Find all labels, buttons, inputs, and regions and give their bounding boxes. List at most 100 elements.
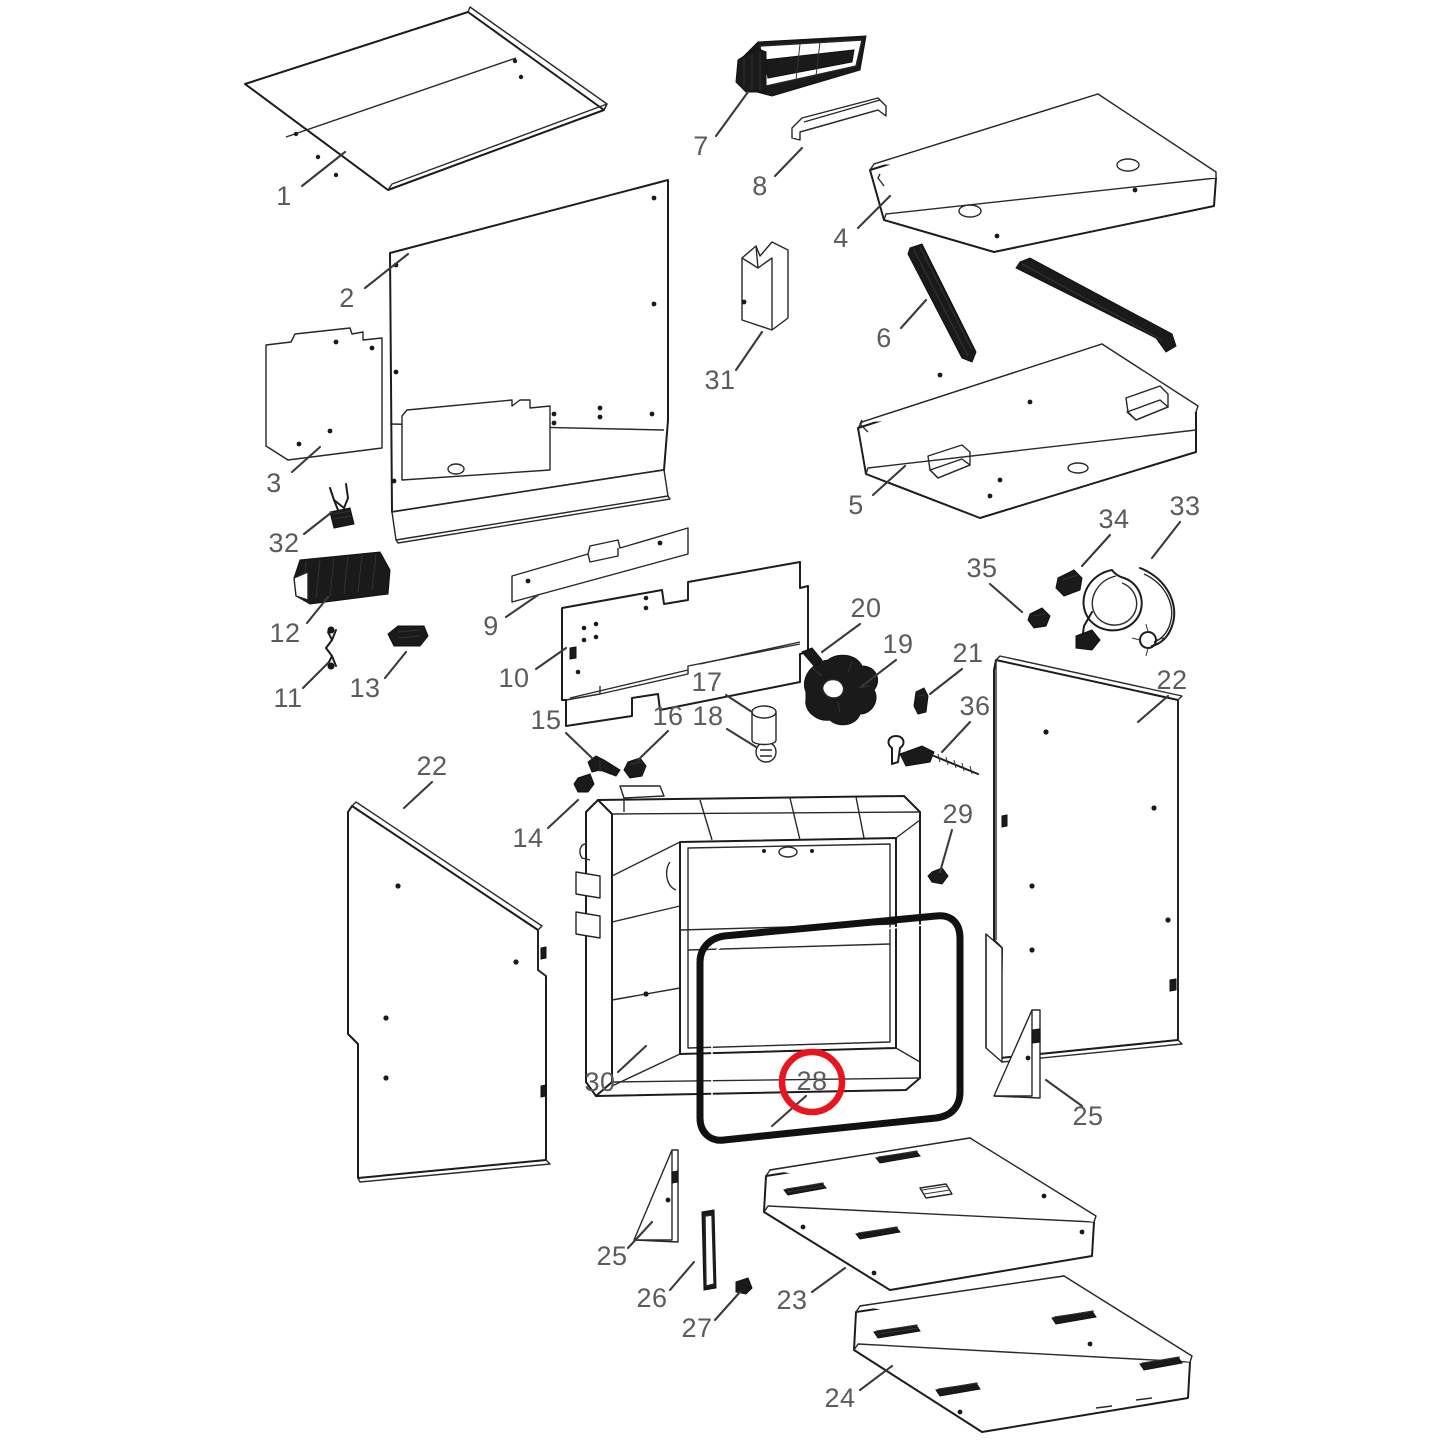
leader-line-7 bbox=[714, 90, 750, 138]
part-27-stud-fastener bbox=[735, 1277, 753, 1295]
leader-line-24 bbox=[858, 1364, 894, 1392]
highlight-circle-callout-28 bbox=[778, 1048, 846, 1116]
leader-line-25 bbox=[1044, 1078, 1084, 1108]
callout-number-31: 31 bbox=[704, 365, 735, 395]
part-2-rear-panel-large bbox=[389, 179, 671, 544]
part-22-side-panel-outer-left bbox=[347, 801, 551, 1183]
part-30-oven-cavity-liner bbox=[575, 785, 921, 1097]
callout-number-35: 35 bbox=[966, 553, 997, 583]
callout-number-34: 34 bbox=[1098, 504, 1129, 534]
callout-number-25b: 25 bbox=[1072, 1101, 1103, 1131]
part-35-small-nut-fitting bbox=[1027, 607, 1051, 629]
leader-line-6 bbox=[899, 298, 928, 330]
leader-line-35 bbox=[988, 582, 1024, 614]
part-26-vertical-trim-strip bbox=[701, 1209, 717, 1291]
part-33-gas-supply-hose bbox=[1075, 567, 1176, 657]
callout-number-1: 1 bbox=[276, 181, 292, 211]
part-29-clip-fastener bbox=[927, 867, 949, 885]
leader-line-30 bbox=[616, 1044, 648, 1074]
callout-number-5: 5 bbox=[848, 490, 864, 520]
part-7-blower-fan-assembly bbox=[735, 35, 867, 97]
part-12-terminal-block bbox=[293, 551, 391, 605]
leader-line-11 bbox=[301, 661, 330, 690]
leader-line-2 bbox=[363, 252, 410, 290]
callout-number-23: 23 bbox=[776, 1285, 807, 1315]
leader-line-31 bbox=[734, 330, 764, 372]
callout-number-2: 2 bbox=[339, 283, 355, 313]
leader-line-19 bbox=[860, 658, 898, 688]
leader-line-1 bbox=[300, 150, 347, 188]
callout-number-24: 24 bbox=[824, 1383, 855, 1413]
part-25-corner-gusset-left bbox=[633, 1149, 679, 1243]
leader-line-33 bbox=[1150, 520, 1182, 560]
part-1-top-panel-upper bbox=[244, 6, 608, 191]
callout-number-28: 28 bbox=[796, 1066, 827, 1096]
leader-line-22 bbox=[402, 780, 434, 810]
part-24-bottom-panel-lower bbox=[853, 1275, 1193, 1433]
part-13-connector-clamp bbox=[387, 625, 429, 647]
part-5-side-panel-lower-right bbox=[857, 343, 1199, 519]
part-31-vent-duct-channel bbox=[741, 241, 789, 331]
leader-line-14 bbox=[546, 798, 580, 830]
part-34-hose-connector-fitting bbox=[1055, 569, 1083, 597]
callout-number-21: 21 bbox=[952, 638, 983, 668]
leader-line-28 bbox=[770, 1094, 808, 1128]
callout-number-7: 7 bbox=[693, 131, 709, 161]
part-9-cross-brace-strip bbox=[511, 527, 689, 603]
leader-line-29 bbox=[938, 828, 954, 874]
part-3-rear-access-cover bbox=[265, 327, 383, 461]
part-25-corner-gusset-right bbox=[993, 1009, 1041, 1099]
leader-line-13 bbox=[383, 650, 408, 680]
part-21-bracket-clip-small bbox=[913, 687, 929, 715]
callout-number-13: 13 bbox=[349, 673, 380, 703]
callout-number-25: 25 bbox=[596, 1241, 627, 1271]
callout-number-32: 32 bbox=[268, 528, 299, 558]
callout-number-22b: 22 bbox=[1156, 665, 1187, 695]
highlight-annotation bbox=[778, 1048, 846, 1116]
callout-number-19: 19 bbox=[882, 629, 913, 659]
callout-number-18: 18 bbox=[692, 701, 723, 731]
callout-number-6: 6 bbox=[876, 323, 892, 353]
leader-line-26 bbox=[668, 1260, 696, 1292]
callout-number-20: 20 bbox=[850, 593, 881, 623]
callout-number-9: 9 bbox=[483, 611, 499, 641]
part-14-fastener-nut bbox=[573, 773, 595, 793]
leader-line-34 bbox=[1080, 533, 1112, 568]
part-10-control-chassis-panel bbox=[561, 561, 809, 727]
callout-number-36: 36 bbox=[959, 691, 990, 721]
callout-number-10: 10 bbox=[498, 663, 529, 693]
callout-number-11: 11 bbox=[273, 683, 302, 713]
part-17-bushing-spacer bbox=[751, 705, 777, 746]
callout-number-3: 3 bbox=[266, 468, 282, 498]
leader-line-8 bbox=[773, 146, 804, 178]
leader-line-21 bbox=[928, 667, 964, 696]
leader-line-20 bbox=[820, 622, 862, 654]
leader-line-3 bbox=[290, 445, 322, 474]
callout-number-30: 30 bbox=[584, 1067, 615, 1097]
callout-number-17: 17 bbox=[691, 667, 722, 697]
callout-number-22: 22 bbox=[416, 751, 447, 781]
part-28-oven-door-gasket-seal bbox=[696, 912, 964, 1144]
part-15-screw-hardware bbox=[587, 755, 621, 777]
callout-number-4: 4 bbox=[833, 223, 849, 253]
callout-number-16: 16 bbox=[652, 701, 683, 731]
part-19-wiring-harness-bundle bbox=[804, 654, 878, 726]
callout-leader-lines bbox=[290, 90, 1182, 1392]
part-23-bottom-panel-upper bbox=[763, 1137, 1097, 1291]
leader-line-18 bbox=[725, 727, 758, 749]
leader-line-15 bbox=[564, 731, 594, 760]
leader-line-10 bbox=[534, 646, 568, 671]
leader-line-4 bbox=[856, 194, 892, 230]
part-32-thermostat-sensor-clip bbox=[329, 483, 355, 529]
callout-number-14: 14 bbox=[512, 823, 543, 853]
callout-number-26: 26 bbox=[636, 1283, 667, 1313]
leader-line-17 bbox=[724, 693, 754, 714]
part-16-grommet-fitting bbox=[623, 757, 647, 779]
leader-line-27 bbox=[713, 1290, 742, 1322]
leader-line-23 bbox=[810, 1266, 847, 1294]
leader-line-25 bbox=[626, 1220, 654, 1250]
leader-line-9 bbox=[504, 593, 540, 619]
